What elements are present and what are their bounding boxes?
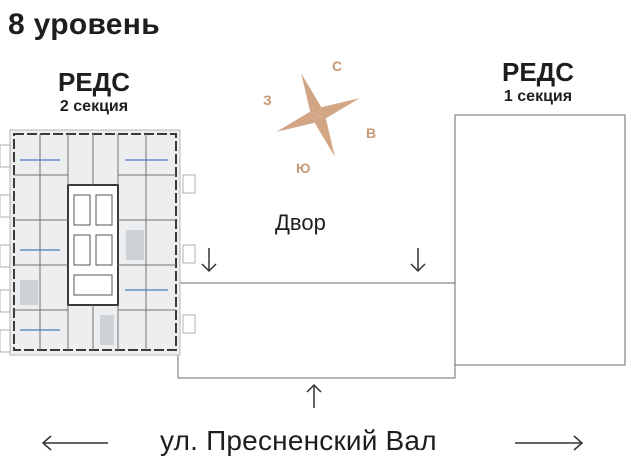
compass-east-label: В xyxy=(366,125,377,141)
compass-rose-icon xyxy=(276,73,360,157)
section-1-building-outline xyxy=(454,114,626,366)
section-2-subtitle: 2 секция xyxy=(59,98,129,115)
compass-north-label: С xyxy=(332,58,343,74)
podium-outline xyxy=(177,282,456,379)
arrow-down-left-icon xyxy=(201,248,217,273)
arrow-up-icon xyxy=(306,383,322,408)
compass-south-label: Ю xyxy=(296,160,311,176)
yard-label: Двор xyxy=(275,210,326,235)
arrow-right-icon xyxy=(515,435,584,451)
compass-west-label: З xyxy=(263,92,272,108)
section-1-subtitle: 1 секция xyxy=(503,88,573,105)
arrow-left-icon xyxy=(41,435,108,451)
floorplan-section-2 xyxy=(0,129,196,356)
section-2-name: РЕДС xyxy=(58,67,130,97)
section-1-name: РЕДС xyxy=(502,57,574,87)
page-title: 8 уровень xyxy=(8,8,160,41)
street-label: ул. Пресненский Вал xyxy=(160,425,437,456)
arrow-down-right-icon xyxy=(410,248,426,273)
